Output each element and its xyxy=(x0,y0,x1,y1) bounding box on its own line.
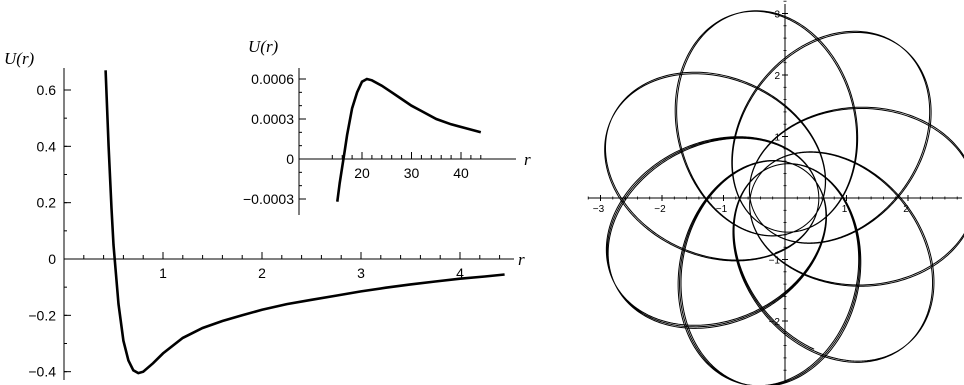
main-x-tick-label: 4 xyxy=(456,265,464,281)
main-xlabel: r xyxy=(518,250,525,269)
inset-x-tick-label: 20 xyxy=(354,165,370,181)
orbit-x-tick-label: −1 xyxy=(716,204,728,215)
orbit-y-tick-label: 2 xyxy=(774,71,780,82)
inset-y-tick-label: 0 xyxy=(286,151,294,167)
main-potential-curve xyxy=(104,70,505,375)
inset-potential-plot: U(r) r 0.0006 0.0003 0 −0.0003 20 30 40 xyxy=(243,37,531,215)
inset-y-tick-label: 0.0003 xyxy=(251,111,294,127)
inset-x-tick-label: 30 xyxy=(404,165,420,181)
main-x-tick-label: 3 xyxy=(357,265,365,281)
orbit-y-tick-label: −1 xyxy=(769,256,781,267)
orbit-x-tick-label: 2 xyxy=(903,204,909,215)
main-y-tick-label: 0 xyxy=(48,251,56,267)
main-y-tick-label: −0.2 xyxy=(28,307,56,323)
main-y-tick-label: 0.2 xyxy=(37,195,57,211)
main-y-tick-label: 0.4 xyxy=(37,138,57,154)
inset-ylabel: U(r) xyxy=(248,37,279,56)
main-x-tick-label: 1 xyxy=(159,265,167,281)
inset-potential-curve xyxy=(336,77,482,202)
main-ylabel: U(r) xyxy=(4,49,35,68)
orbit-x-tick-label: 1 xyxy=(842,204,848,215)
orbit-x-tick-label: −2 xyxy=(654,204,666,215)
main-y-tick-label: −0.4 xyxy=(28,364,56,380)
orbit-x-tick-label: −3 xyxy=(593,204,605,215)
inset-y-tick-label: −0.0003 xyxy=(243,191,294,207)
inset-y-tick-label: 0.0006 xyxy=(251,71,294,87)
orbit-y-tick-label: 1 xyxy=(774,133,780,144)
inset-xlabel: r xyxy=(524,150,531,169)
orbit-trajectory xyxy=(604,10,964,385)
main-potential-plot: U(r) r 0.6 0.4 0.2 0 −0.2 −0.4 1 2 3 4 xyxy=(4,49,525,380)
main-x-tick-label: 2 xyxy=(258,265,266,281)
inset-x-tick-label: 40 xyxy=(453,165,469,181)
main-y-tick-label: 0.6 xyxy=(37,82,57,98)
